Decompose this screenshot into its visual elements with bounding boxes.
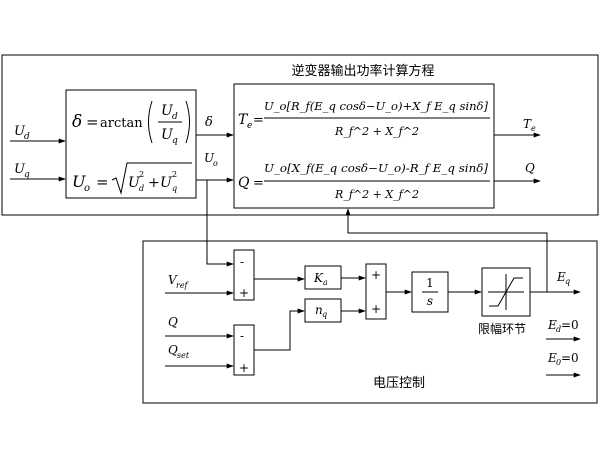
label-ed: E d =0 — [547, 318, 579, 334]
svg-text:set: set — [177, 351, 190, 360]
sum1-minus: - — [240, 255, 244, 269]
svg-text:q: q — [172, 184, 177, 193]
uo-feedback-line — [206, 180, 234, 267]
svg-text:U_o[X_f(E_q cosδ−U_o)-R_f E_q: U_o[X_f(E_q cosδ−U_o)-R_f E_q sinδ] — [264, 162, 489, 175]
power-block — [233, 83, 495, 209]
svg-text:δ: δ — [72, 112, 82, 132]
svg-text:Q: Q — [168, 343, 178, 357]
input-vref: V ref — [168, 273, 190, 290]
uo-equation: U o = U 2 d + U 2 q — [72, 162, 192, 195]
svg-text:U: U — [204, 151, 215, 165]
svg-text:U: U — [128, 175, 141, 191]
svg-text:=: = — [86, 113, 99, 131]
svg-text:d: d — [24, 132, 30, 142]
svg-text:2: 2 — [172, 170, 177, 179]
te-equation: T e = U_o[R_f(E_q cosδ−U_o)+X_f E_q sinδ… — [238, 100, 490, 138]
svg-text:E: E — [547, 351, 557, 365]
eq-feedback-line — [345, 208, 548, 292]
svg-text:=: = — [253, 113, 264, 128]
svg-text:T: T — [238, 112, 249, 128]
svg-text:U: U — [72, 172, 86, 191]
sum2-plus-top: + — [371, 268, 381, 282]
gain-nq-label: n q — [315, 303, 327, 319]
svg-text:R_f^2 + X_f^2: R_f^2 + X_f^2 — [334, 188, 419, 201]
svg-text:e: e — [247, 121, 252, 131]
svg-text:E: E — [547, 318, 557, 332]
label-eq: E q — [556, 270, 570, 286]
svg-text:2: 2 — [139, 170, 144, 179]
label-e0: E 0 =0 — [547, 351, 579, 367]
svg-text:a: a — [323, 278, 328, 287]
svg-text:U: U — [14, 124, 26, 139]
upper-panel-title: 逆变器输出功率计算方程 — [291, 63, 434, 79]
svg-text:d: d — [139, 184, 144, 193]
svg-text:K: K — [313, 271, 324, 285]
sum1-plus: + — [239, 286, 249, 300]
sum2-plus-bottom: + — [371, 302, 381, 316]
input-uq: U q — [14, 162, 30, 180]
svg-text:arctan: arctan — [100, 116, 143, 131]
svg-text:d: d — [556, 325, 561, 334]
arrow-sum3-nq — [254, 308, 305, 351]
delta-equation: δ = arctan U d U q — [72, 100, 190, 146]
label-q: Q — [525, 161, 535, 175]
input-q: Q — [168, 315, 178, 329]
svg-text:=0: =0 — [561, 351, 579, 365]
sum-block-voltage — [233, 249, 255, 301]
svg-text:+: + — [148, 175, 160, 191]
label-delta: δ — [205, 115, 213, 130]
input-qset: Q set — [168, 343, 190, 360]
input-ud: U d — [14, 124, 30, 142]
svg-text:U: U — [160, 175, 173, 191]
svg-text:U: U — [14, 162, 26, 177]
svg-text:U: U — [161, 127, 174, 143]
label-te: T e — [523, 117, 536, 133]
svg-text:q: q — [172, 136, 178, 146]
svg-text:V: V — [168, 273, 178, 287]
q-equation: Q = U_o[X_f(E_q cosδ−U_o)-R_f E_q sinδ] … — [238, 162, 490, 201]
svg-text:=: = — [96, 173, 109, 191]
svg-text:U: U — [161, 103, 174, 119]
svg-text:d: d — [172, 112, 178, 122]
svg-text:q: q — [24, 170, 30, 180]
voltage-control-title: 电压控制 — [373, 376, 425, 391]
svg-text:Q: Q — [238, 175, 250, 191]
svg-text:=0: =0 — [561, 318, 579, 332]
svg-text:n: n — [315, 303, 323, 317]
gain-ka-label: K a — [313, 271, 328, 287]
svg-text:e: e — [531, 124, 536, 133]
integrator-den: s — [427, 294, 433, 308]
sum3-plus: + — [239, 361, 249, 375]
sum3-minus: - — [240, 329, 244, 343]
svg-text:U_o[R_f(E_q cosδ−U_o)+X_f E_q: U_o[R_f(E_q cosδ−U_o)+X_f E_q sinδ] — [264, 100, 489, 113]
svg-text:o: o — [84, 183, 90, 194]
calc-block — [65, 89, 197, 199]
integrator-num: 1 — [426, 276, 434, 290]
svg-text:R_f^2 + X_f^2: R_f^2 + X_f^2 — [334, 125, 419, 138]
svg-text:q: q — [565, 277, 570, 286]
svg-text:0: 0 — [556, 358, 561, 367]
svg-text:E: E — [556, 270, 566, 284]
svg-text:o: o — [213, 159, 218, 168]
label-uo: U o — [204, 151, 218, 168]
limiter-graph-icon — [488, 274, 524, 310]
svg-text:q: q — [322, 310, 327, 319]
svg-text:T: T — [523, 117, 532, 131]
svg-text:=: = — [253, 176, 264, 191]
limiter-label: 限幅环节 — [478, 321, 526, 336]
svg-text:ref: ref — [176, 281, 190, 290]
